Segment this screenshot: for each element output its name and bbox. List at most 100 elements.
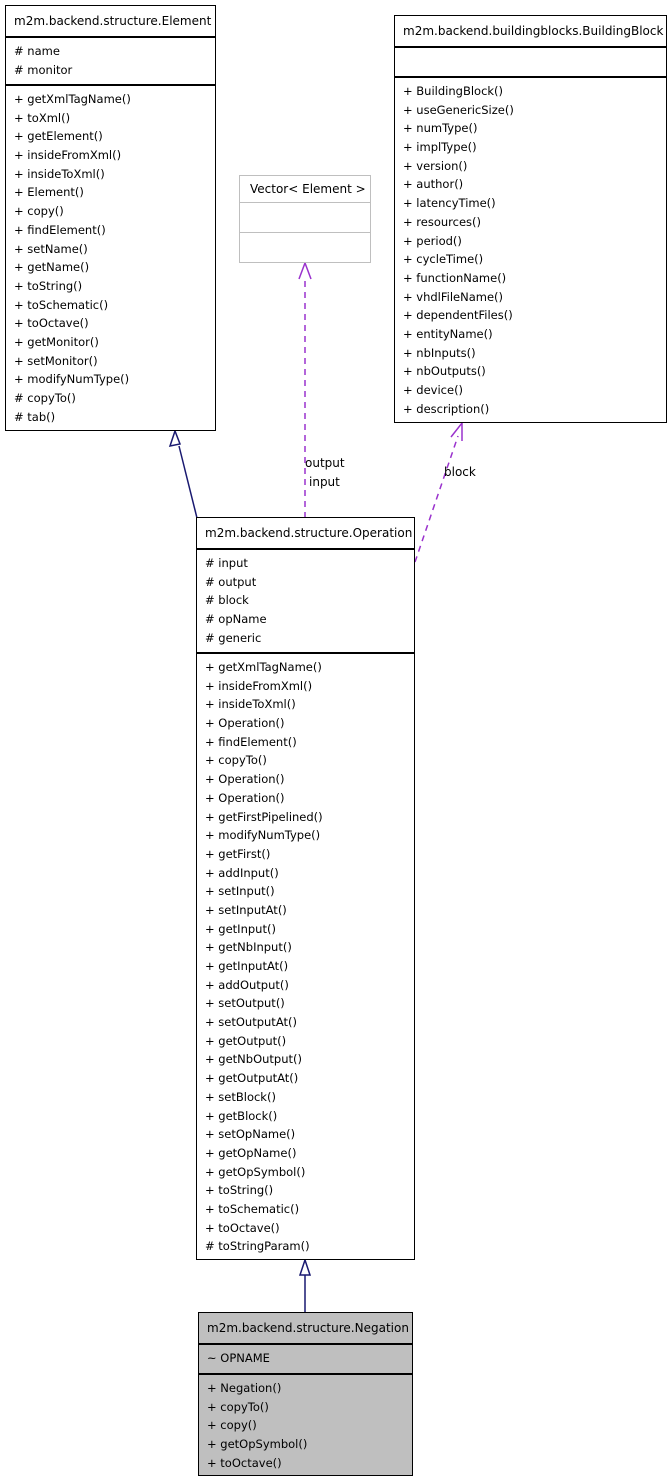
association-arrowhead-buildingblock xyxy=(450,420,463,441)
class-method: + getOpName() xyxy=(205,1145,297,1160)
class-building-block-name: m2m.backend.buildingblocks.BuildingBlock xyxy=(403,24,664,38)
class-method: + getNbInput() xyxy=(205,940,292,955)
class-operation-methods: + getXmlTagName() + insideFromXml() + insi… xyxy=(197,652,414,1259)
class-attribute: # name xyxy=(14,44,60,58)
class-method: + insideToXml() xyxy=(14,166,105,181)
class-method: + addInput() xyxy=(205,865,279,880)
class-building-block-attributes xyxy=(395,46,666,76)
class-method: + toString() xyxy=(205,1183,274,1198)
class-method: + Negation() xyxy=(207,1381,282,1395)
class-method: + setOutputAt() xyxy=(205,1015,297,1030)
class-method: + BuildingBlock() xyxy=(403,84,504,98)
class-method: + implType() xyxy=(403,140,477,155)
class-method: + device() xyxy=(403,383,464,397)
class-operation-name: m2m.backend.structure.Operation xyxy=(205,526,413,540)
class-method: # toStringParam() xyxy=(205,1239,310,1254)
class-method: + findElement() xyxy=(205,734,297,749)
class-method: + getOutputAt() xyxy=(205,1071,299,1086)
class-method: + getNbOutput() xyxy=(205,1052,302,1067)
class-method: + getName() xyxy=(14,260,90,275)
class-negation[interactable]: m2m.backend.structure.Negation ~ OPNAME … xyxy=(198,1312,413,1476)
class-method: + version() xyxy=(403,158,468,173)
association-edge-operation-buildingblock xyxy=(414,435,459,563)
class-method: + getMonitor() xyxy=(14,334,99,349)
class-operation[interactable]: m2m.backend.structure.Operation # input#… xyxy=(196,517,415,1260)
class-method: + vhdlFileName() xyxy=(403,289,504,304)
class-method: + useGenericSize() xyxy=(403,102,514,117)
class-method: + getInputAt() xyxy=(205,959,289,973)
class-method: + findElement() xyxy=(14,222,106,237)
class-attribute: # generic xyxy=(205,630,262,645)
class-method: + addOutput() xyxy=(205,977,289,992)
class-method: + toOctave() xyxy=(207,1455,282,1470)
class-negation-name: m2m.backend.structure.Negation xyxy=(207,1321,409,1335)
class-method: + copyTo() xyxy=(207,1399,269,1414)
edge-label-input: input xyxy=(309,475,340,489)
class-attribute: # input xyxy=(205,556,248,570)
class-operation-attributes: # input # output # block # opName # generic xyxy=(197,548,414,652)
class-method: + setMonitor() xyxy=(14,353,98,368)
class-building-block-methods: + BuildingBlock() + useGenericSize() + num… xyxy=(395,76,666,422)
class-method: + getOutput() xyxy=(205,1033,287,1048)
class-method: + toOctave() xyxy=(205,1220,280,1235)
edge-label-block: block xyxy=(444,465,476,479)
class-method: + insideFromXml() xyxy=(205,678,313,693)
class-vector-attributes xyxy=(240,202,370,232)
class-method: + getFirstPipelined() xyxy=(205,809,323,824)
class-method: + nbOutputs() xyxy=(403,364,486,379)
class-method: + getInput() xyxy=(205,921,276,936)
class-vector-methods xyxy=(240,232,370,262)
class-attribute: # opName xyxy=(205,612,267,627)
class-method: + getOpSymbol() xyxy=(205,1164,306,1179)
class-method: + period() xyxy=(403,233,462,248)
class-attribute: ~ OPNAME xyxy=(207,1351,270,1365)
class-method: + copy() xyxy=(14,204,64,219)
class-method: + getElement() xyxy=(14,129,103,144)
class-method: + entityName() xyxy=(403,326,493,341)
inheritance-arrowhead-element xyxy=(168,428,182,447)
class-method: + setInput() xyxy=(205,884,275,899)
class-method: # copyTo() xyxy=(14,391,76,405)
class-element[interactable]: m2m.backend.structure.Element # name # mo… xyxy=(5,5,216,431)
class-method: + getXmlTagName() xyxy=(205,660,322,674)
class-method: + copy() xyxy=(207,1418,257,1433)
association-arrowhead-vector xyxy=(298,260,312,280)
class-method: + nbInputs() xyxy=(403,345,476,360)
class-method: + getBlock() xyxy=(205,1108,278,1123)
class-method: + insideToXml() xyxy=(205,697,296,712)
class-method: + setInputAt() xyxy=(205,902,287,917)
class-method: + toSchematic() xyxy=(14,297,109,312)
class-method: + latencyTime() xyxy=(403,196,496,211)
class-method: + copyTo() xyxy=(205,753,267,768)
class-method: + dependentFiles() xyxy=(403,308,513,323)
class-element-name: m2m.backend.structure.Element xyxy=(14,14,212,28)
class-method: + setOpName() xyxy=(205,1127,296,1142)
class-method: + modifyNumType() xyxy=(14,372,130,387)
inheritance-edge-operation-element xyxy=(178,445,198,519)
class-element-methods: + getXmlTagName()+ toXml()+ getElement()… xyxy=(6,84,215,430)
class-attribute: # output xyxy=(205,574,257,589)
class-negation-attributes: ~ OPNAME xyxy=(199,1343,412,1373)
class-method: + functionName() xyxy=(403,270,507,285)
class-method: + setName() xyxy=(14,241,88,256)
class-method: + cycleTime() xyxy=(403,252,484,267)
class-method: + toOctave() xyxy=(14,316,89,331)
class-attribute: # block xyxy=(205,593,249,608)
class-method: + numType() xyxy=(403,121,478,136)
class-method: + author() xyxy=(403,177,464,192)
class-method: + modifyNumType() xyxy=(205,828,321,843)
class-vector-element[interactable]: Vector< Element > xyxy=(239,175,371,263)
class-method: + toXml() xyxy=(14,110,71,125)
class-method: + Operation() xyxy=(205,790,285,805)
class-element-attributes: # name # monitor xyxy=(6,36,215,84)
edge-label-output: output xyxy=(305,456,345,470)
class-negation-methods: + Negation() + copyTo() + copy() + getOpSym… xyxy=(199,1373,412,1475)
class-building-block[interactable]: m2m.backend.buildingblocks.BuildingBlock… xyxy=(394,15,667,423)
class-vector-name: Vector< Element > xyxy=(250,182,366,196)
class-attribute: # monitor xyxy=(14,62,73,77)
class-method: + setOutput() xyxy=(205,996,285,1011)
class-method: # tab() xyxy=(14,409,56,424)
class-method: + toString() xyxy=(14,278,83,293)
class-method: + getOpSymbol() xyxy=(207,1437,308,1452)
